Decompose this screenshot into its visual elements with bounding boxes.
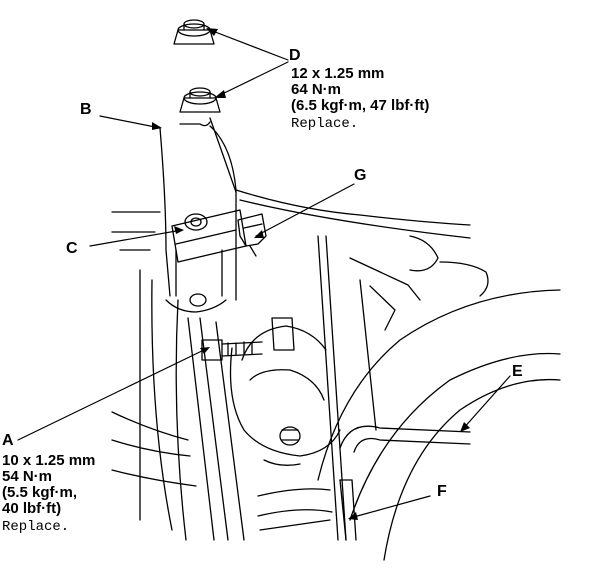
callout-g-letter: G <box>354 167 367 184</box>
callout-b-letter: B <box>80 101 92 118</box>
callout-c-letter: C <box>66 240 78 257</box>
callout-a-spec-4: 40 lbf·ft) <box>2 500 62 517</box>
bolt-a <box>201 339 263 361</box>
callout-f-letter: F <box>437 483 447 500</box>
callout-d-letter: D <box>289 47 301 64</box>
callout-a-note: Replace. <box>2 519 70 535</box>
callout-d-spec-2: 64 N·m <box>291 81 342 98</box>
callout-a-letter: A <box>2 432 14 449</box>
brake-hose-e <box>339 425 471 453</box>
callout-d-spec-3: (6.5 kgf·m, 47 lbf·ft) <box>291 97 430 114</box>
suspension-links <box>317 235 377 541</box>
callout-d-note: Replace. <box>291 116 359 132</box>
mounting-bracket <box>171 209 247 307</box>
strut-column <box>159 121 245 541</box>
callout-d-spec-1: 12 x 1.25 mm <box>291 65 385 82</box>
callout-a-spec-2: 54 N·m <box>2 468 53 485</box>
leader-lines <box>17 29 511 519</box>
body-structure <box>111 117 489 531</box>
tire-arcs <box>317 289 561 561</box>
callout-e-letter: E <box>512 363 523 380</box>
leader-arrowheads <box>152 28 470 520</box>
callout-a-spec-3: (5.5 kgf·m, <box>2 484 78 501</box>
clip-g <box>237 213 267 257</box>
nut-d-upper <box>173 19 215 45</box>
knuckle <box>229 317 341 531</box>
nut-d-lower <box>179 87 221 113</box>
callout-a-spec-1: 10 x 1.25 mm <box>2 452 96 469</box>
